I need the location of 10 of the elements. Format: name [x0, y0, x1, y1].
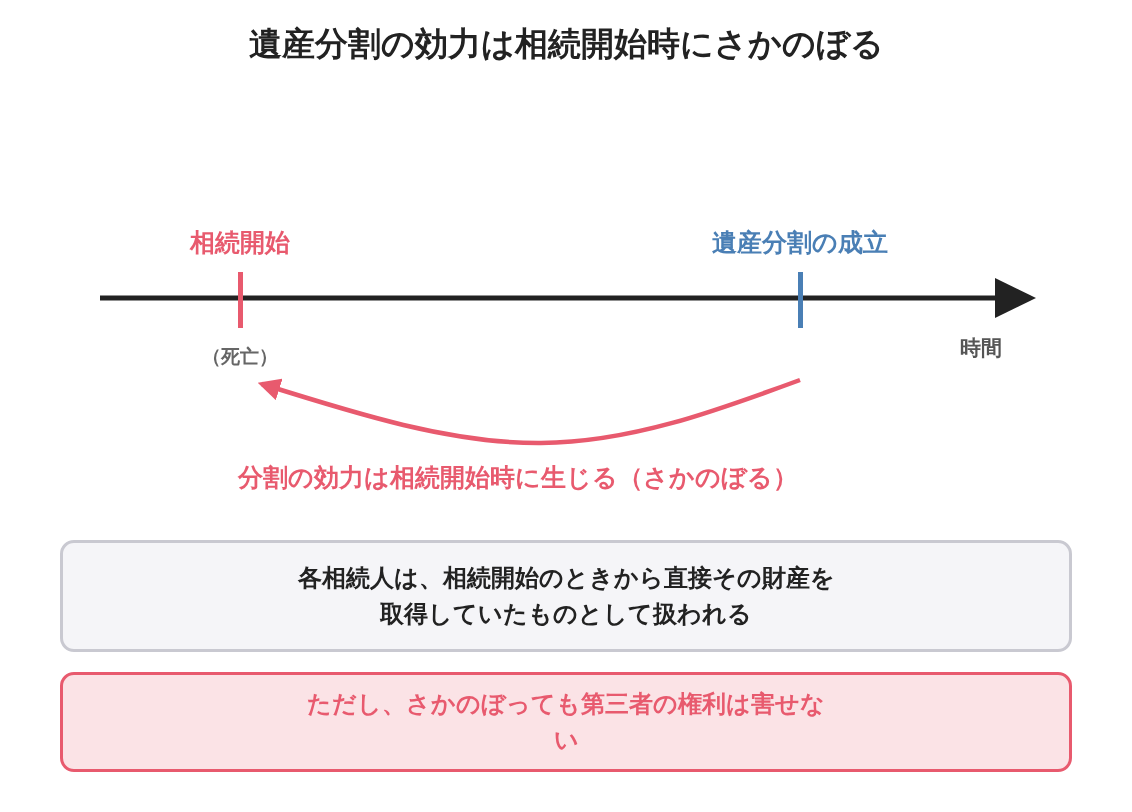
note-box	[60, 540, 1072, 652]
axis-label: 時間	[960, 335, 1002, 362]
curved-arrow	[257, 377, 801, 446]
event-label: 相続開始	[188, 227, 291, 259]
title: 遺産分割の効力は相続開始時にさかのぼる	[247, 23, 885, 65]
event-note: （死亡）	[201, 344, 279, 369]
warning-box	[60, 672, 1072, 772]
event-label: 遺産分割の成立	[711, 227, 889, 259]
note-text: ただし、さかのぼっても第三者の権利は害せない	[306, 689, 826, 756]
note-text: 各相続人は、相続開始のときから直接その財産を取得していたものとして扱われる	[296, 563, 836, 630]
